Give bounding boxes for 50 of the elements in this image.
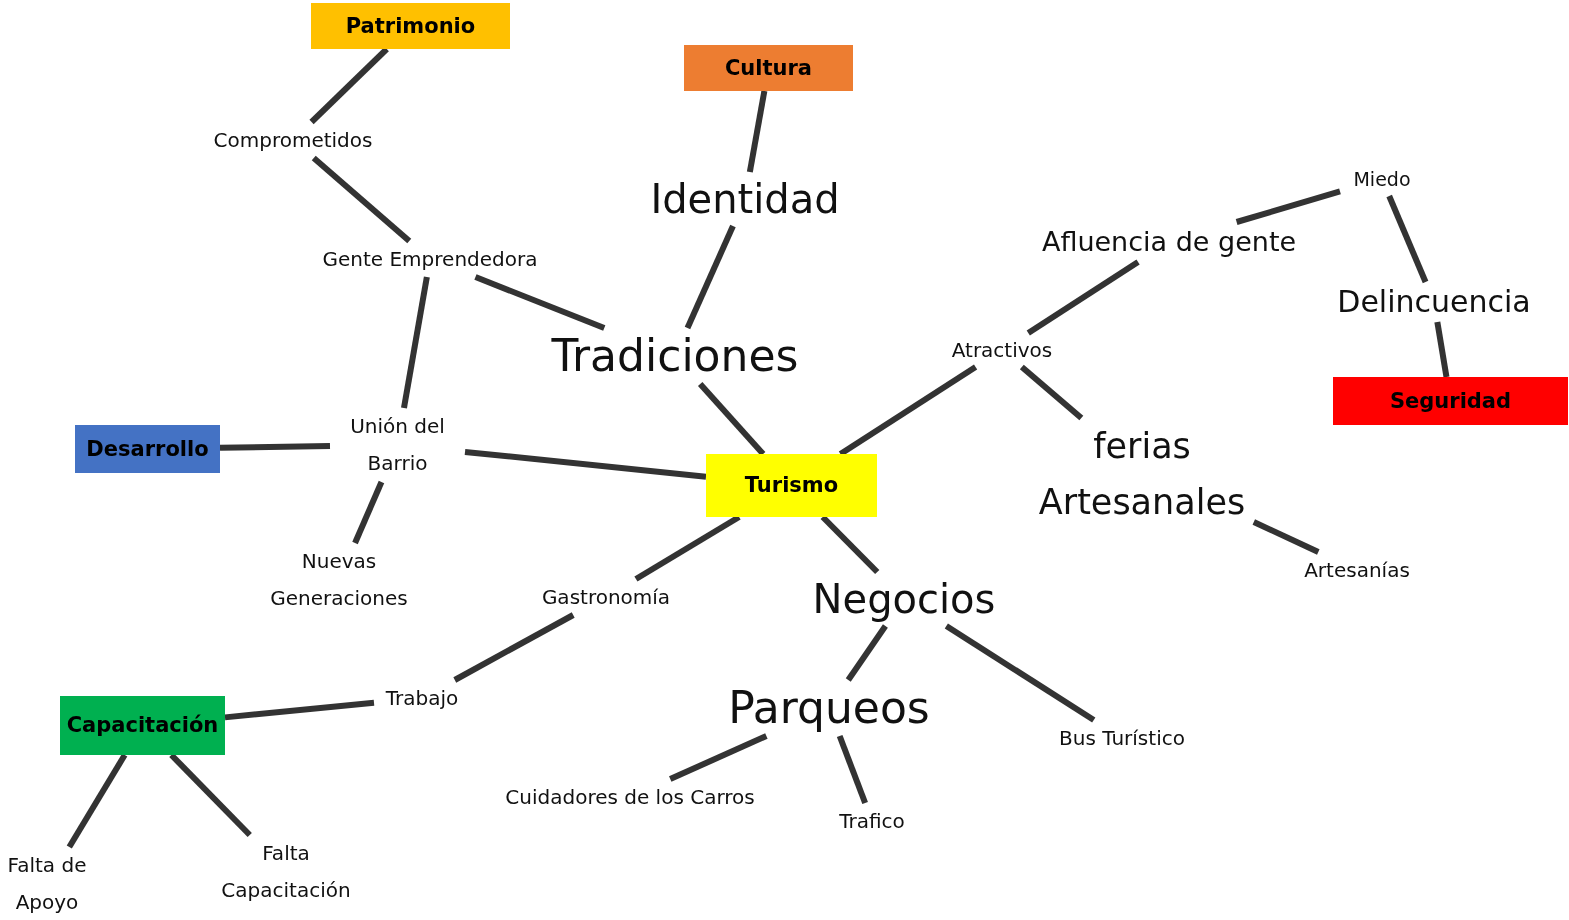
connector-line — [1252, 519, 1320, 555]
connector-line — [836, 734, 868, 805]
connector-line — [224, 699, 375, 721]
concept-text: Trabajo — [384, 685, 460, 712]
connector-line — [352, 480, 385, 545]
connector-line — [697, 382, 766, 456]
connector-line — [401, 276, 430, 409]
concept-text: Delincuencia — [1336, 283, 1532, 321]
connector-line — [669, 733, 768, 782]
connector-line — [219, 443, 331, 451]
concept-text: Identidad — [649, 175, 841, 224]
concept-text: Bus Turístico — [1058, 725, 1186, 752]
concept-text: Cuidadores de los Carros — [504, 784, 756, 811]
connector-line — [311, 155, 412, 244]
connector-line — [66, 753, 128, 849]
concept-box: Patrimonio — [311, 3, 510, 49]
concept-text: Comprometidos — [212, 127, 374, 154]
concept-box: Seguridad — [1333, 377, 1568, 425]
concept-text: Atractivos — [950, 337, 1054, 364]
concept-text: Afluencia de gente — [1040, 225, 1298, 259]
concept-text: ferias Artesanales — [1037, 425, 1247, 524]
connector-line — [845, 624, 888, 682]
connector-line — [453, 612, 575, 683]
concept-text: Artesanías — [1303, 557, 1411, 584]
concept-text: Negocios — [811, 575, 997, 624]
connector-line — [1434, 321, 1450, 378]
concept-text: Gastronomía — [540, 584, 672, 611]
concept-box: Turismo — [706, 454, 877, 517]
connector-line — [684, 224, 736, 330]
concept-box: Capacitación — [60, 696, 225, 755]
concept-text: Miedo — [1352, 167, 1412, 192]
concept-text: Tradiciones — [550, 329, 800, 383]
concept-text: Trafico — [838, 808, 906, 835]
connector-line — [474, 274, 606, 331]
connector-line — [746, 90, 768, 173]
concept-text: Falta de Apoyo — [6, 852, 88, 916]
connector-line — [1235, 188, 1341, 225]
connector-line — [1026, 259, 1140, 336]
connector-line — [1019, 364, 1084, 421]
connector-line — [944, 623, 1096, 723]
connector-line — [1386, 194, 1429, 284]
concept-box: Cultura — [684, 45, 853, 91]
concept-text: Nuevas Generaciones — [269, 548, 409, 612]
connector-line — [838, 364, 978, 457]
concept-text: Falta Capacitación — [220, 840, 352, 904]
concept-text: Parqueos — [727, 681, 931, 735]
concept-box: Desarrollo — [75, 425, 220, 473]
concept-text: Unión del Barrio — [349, 413, 446, 477]
concept-text: Gente Emprendedora — [321, 246, 539, 273]
connector-line — [464, 448, 707, 480]
